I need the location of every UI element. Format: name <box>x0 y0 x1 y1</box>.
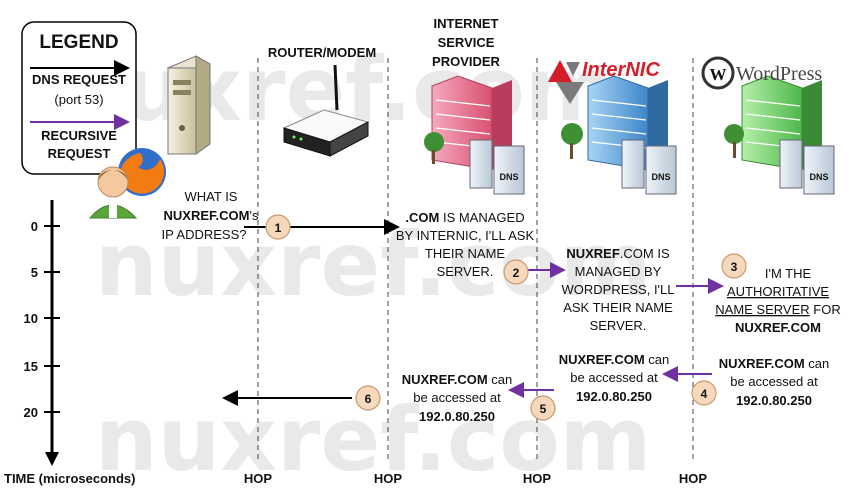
wordpress-logo: W WordPress <box>701 56 822 90</box>
step-2-tld: .COM <box>405 210 439 225</box>
hop-label-3: HOP <box>523 471 552 486</box>
tick-label-5: 5 <box>31 265 38 280</box>
step-4-domain: NUXREF.COM <box>719 356 805 371</box>
step-6-line-1-rest: can <box>488 372 513 387</box>
auth-line-2: AUTHORITATIVE <box>727 284 829 299</box>
step-4-ip: 192.0.80.250 <box>736 393 812 408</box>
isp-header-2: SERVICE <box>438 35 495 50</box>
step-badge-2 <box>503 259 529 285</box>
router-header: ROUTER/MODEM <box>268 45 376 60</box>
step-3-line-2: MANAGED BY <box>575 264 662 279</box>
step-2-text: .COM IS MANAGED BY INTERNIC, I'LL ASK TH… <box>396 210 535 279</box>
step-3-line-4: ASK THEIR NAME <box>563 300 673 315</box>
legend-recursive-label-1: RECURSIVE <box>41 128 117 143</box>
wordpress-w-glyph: W <box>710 65 727 84</box>
user-avatar-icon <box>88 166 138 219</box>
step-5-ip: 192.0.80.250 <box>576 389 652 404</box>
timeline-axis: 0 5 10 15 20 TIME (microseconds) <box>4 200 135 486</box>
legend: LEGEND DNS REQUEST (port 53) RECURSIVE R… <box>21 21 137 175</box>
step-badges <box>265 214 747 421</box>
wordpress-dns-server-icon: DNS <box>779 139 835 195</box>
isp-dns-label: DNS <box>499 172 518 182</box>
step-4-line-2: be accessed at <box>730 374 818 389</box>
hop-label-1: HOP <box>244 471 273 486</box>
tick-label-20: 20 <box>24 405 38 420</box>
internic-logo: InterNIC <box>548 59 660 104</box>
legend-recursive-label-2: REQUEST <box>48 146 111 161</box>
internic-dns-label: DNS <box>651 172 670 182</box>
wordpress-logo-text: WordPress <box>736 63 822 85</box>
tick-label-15: 15 <box>24 359 38 374</box>
step-5-line-1-rest: can <box>645 352 670 367</box>
step-4-line-1-rest: can <box>805 356 830 371</box>
isp-header-1: INTERNET <box>434 16 499 31</box>
auth-line-1: I'M THE <box>765 266 812 281</box>
legend-dns-port: (port 53) <box>54 92 103 107</box>
step-2-line-1-rest: IS MANAGED <box>439 210 524 225</box>
step-number-4: 4 <box>701 387 708 401</box>
client-computer-icon <box>166 55 212 155</box>
tick-label-0: 0 <box>31 219 38 234</box>
step-4-line-1: NUXREF.COM can <box>719 356 830 371</box>
timeline-arrowhead <box>45 452 59 466</box>
auth-line-4: NUXREF.COM <box>735 320 821 335</box>
legend-title: LEGEND <box>39 32 118 53</box>
step-3-line-3: WORDPRESS, I'LL <box>561 282 674 297</box>
step-badge-1 <box>265 214 291 240</box>
step-number-3: 3 <box>731 260 738 274</box>
step-2-line-1: .COM IS MANAGED <box>405 210 524 225</box>
step-6-line-2: be accessed at <box>413 390 501 405</box>
router-icon <box>282 64 370 157</box>
step-badge-3 <box>721 253 747 279</box>
step-number-2: 2 <box>513 266 520 280</box>
step-1-domain: NUXREF.COM <box>164 208 250 223</box>
firefox-icon <box>118 148 166 196</box>
authoritative-text: I'M THE AUTHORITATIVE NAME SERVER FOR NU… <box>715 266 840 335</box>
step-number-6: 6 <box>365 392 372 406</box>
watermark: nuxref.com nuxref.com nuxref.com <box>60 38 651 491</box>
step-1-possessive: 's <box>249 208 258 223</box>
step-4-text: NUXREF.COM can be accessed at 192.0.80.2… <box>719 356 830 408</box>
wordpress-dns-label: DNS <box>809 172 828 182</box>
step-5-text: NUXREF.COM can be accessed at 192.0.80.2… <box>559 352 670 404</box>
auth-name-server: NAME SERVER <box>715 302 809 317</box>
internic-logo-text: InterNIC <box>582 59 660 81</box>
step-2-line-2: BY INTERNIC, I'LL ASK <box>396 228 535 243</box>
step-5-line-2: be accessed at <box>570 370 658 385</box>
isp-dns-server-icon: DNS <box>469 139 525 195</box>
hop-label-4: HOP <box>679 471 708 486</box>
step-5-line-1: NUXREF.COM can <box>559 352 670 367</box>
step-1-text: WHAT IS NUXREF.COM's IP ADDRESS? <box>161 189 258 242</box>
step-1-line-1: WHAT IS <box>185 189 238 204</box>
auth-line-3: NAME SERVER FOR <box>715 302 840 317</box>
step-5-domain: NUXREF.COM <box>559 352 645 367</box>
step-6-line-1: NUXREF.COM can <box>402 372 513 387</box>
internic-dns-server-icon: DNS <box>621 139 677 195</box>
step-3-line-1: NUXREF.COM IS <box>566 246 670 261</box>
step-3-text: NUXREF.COM IS MANAGED BY WORDPRESS, I'LL… <box>561 246 674 333</box>
step-number-1: 1 <box>275 221 282 235</box>
legend-dns-label: DNS REQUEST <box>32 72 126 87</box>
step-3-domain: NUXREF <box>566 246 620 261</box>
step-2-line-4: SERVER. <box>437 264 494 279</box>
step-1-line-2: NUXREF.COM's <box>164 208 259 223</box>
step-badge-4 <box>691 380 717 406</box>
legend-box <box>21 21 137 175</box>
step-6-domain: NUXREF.COM <box>402 372 488 387</box>
auth-line-3-rest: FOR <box>810 302 841 317</box>
step-3-line-1-rest: .COM IS <box>620 246 670 261</box>
step-number-5: 5 <box>540 402 547 416</box>
step-1-line-3: IP ADDRESS? <box>161 227 246 242</box>
step-6-ip: 192.0.80.250 <box>419 409 495 424</box>
step-2-line-3: THEIR NAME <box>425 246 506 261</box>
tick-label-10: 10 <box>24 311 38 326</box>
isp-header-3: PROVIDER <box>432 54 501 69</box>
hop-label-2: HOP <box>374 471 403 486</box>
timeline-axis-label: TIME (microseconds) <box>4 471 135 486</box>
step-3-line-5: SERVER. <box>590 318 647 333</box>
step-6-text: NUXREF.COM can be accessed at 192.0.80.2… <box>402 372 513 424</box>
step-badge-5 <box>530 395 556 421</box>
step-badge-6 <box>355 385 381 411</box>
